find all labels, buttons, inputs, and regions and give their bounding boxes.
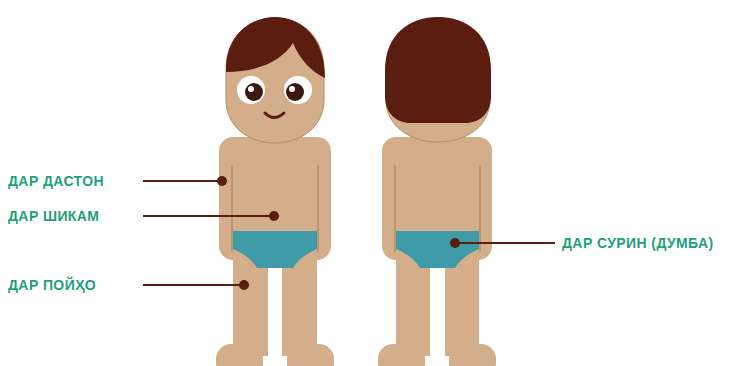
leader-dot bbox=[450, 238, 460, 248]
leader-line bbox=[455, 242, 555, 244]
front-figure bbox=[216, 17, 334, 366]
head bbox=[386, 18, 490, 142]
back-figure bbox=[378, 17, 496, 366]
head bbox=[226, 18, 324, 143]
pupil bbox=[286, 83, 304, 101]
part-label: ДАР СУРИН (ДУМБА) bbox=[562, 236, 714, 250]
leader-line bbox=[143, 284, 244, 286]
leader-line bbox=[143, 215, 274, 217]
eye bbox=[237, 76, 265, 104]
eye-highlight bbox=[289, 86, 295, 92]
hair bbox=[385, 17, 491, 123]
smile bbox=[265, 113, 284, 118]
part-label: ДАР ДАСТОН bbox=[8, 174, 104, 188]
leader-line bbox=[143, 180, 222, 182]
arm-line bbox=[394, 165, 396, 252]
hair bbox=[226, 17, 325, 78]
leader-dot bbox=[217, 176, 227, 186]
leader-dot bbox=[239, 280, 249, 290]
pupil bbox=[245, 83, 263, 101]
eye-highlight bbox=[248, 86, 254, 92]
arm-line bbox=[231, 165, 233, 252]
arm-line bbox=[317, 165, 319, 252]
eye bbox=[284, 76, 312, 104]
underwear bbox=[233, 231, 317, 268]
part-label: ДАР ШИКАМ bbox=[8, 209, 99, 223]
arm-line bbox=[479, 165, 481, 252]
part-label: ДАР ПОЙҲО bbox=[8, 278, 96, 292]
underwear bbox=[396, 231, 479, 268]
leader-dot bbox=[269, 211, 279, 221]
leader-lines bbox=[143, 176, 555, 290]
